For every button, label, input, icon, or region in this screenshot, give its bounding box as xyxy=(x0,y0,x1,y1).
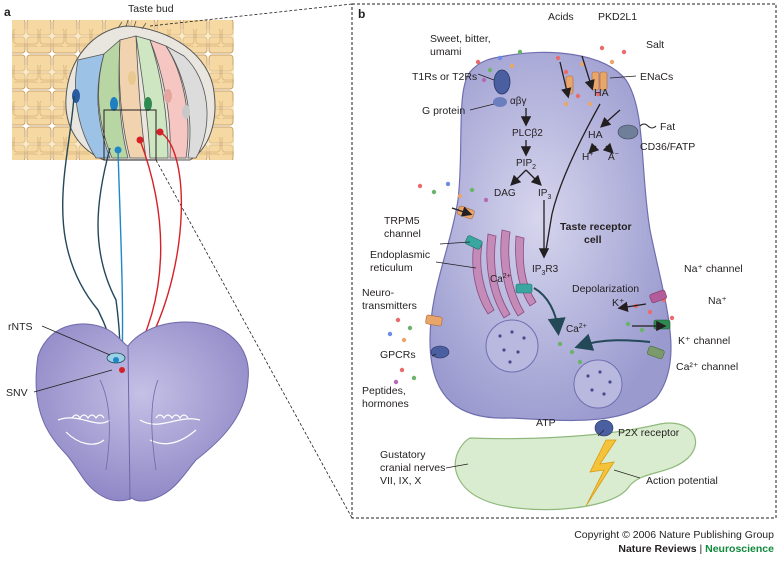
fat-squiggle xyxy=(639,123,657,129)
taste-bud-title: Taste bud xyxy=(128,3,174,15)
journal-line: Nature Reviews | Neuroscience xyxy=(574,542,774,556)
ip3r3-channel xyxy=(515,283,533,294)
nerves-label-2: cranial nerves xyxy=(380,462,445,474)
gustatory-nerve-terminal xyxy=(454,422,697,511)
zoom-leader-bottom xyxy=(155,159,353,519)
plcb2-label: PLCβ2 xyxy=(512,128,543,139)
k-label: K⁺ xyxy=(612,297,625,309)
cd36-label: CD36/FATP xyxy=(640,141,695,153)
ip3r3-label: IP3R3 xyxy=(532,264,559,277)
copyright-block: Copyright © 2006 Nature Publishing Group… xyxy=(574,528,774,556)
cell-name-2: cell xyxy=(584,234,602,246)
panel-b-leaders xyxy=(431,73,641,479)
snv-label: SNV xyxy=(6,387,28,399)
pkd2l1-label: PKD2L1 xyxy=(598,11,637,23)
endoplasmic-reticulum xyxy=(472,229,537,319)
na-channel-label: Na⁺ channel xyxy=(684,263,743,275)
brand-name: Nature Reviews xyxy=(618,543,697,555)
neurotransmitter-channel xyxy=(425,314,443,327)
fat-label: Fat xyxy=(660,121,675,133)
taste-bud xyxy=(65,19,216,161)
neurotransmitters-label-1: Neuro- xyxy=(362,287,395,299)
gpcr-receptor xyxy=(430,345,450,359)
ca-channel xyxy=(647,345,665,360)
depolarization-label: Depolarization xyxy=(572,283,639,295)
k-channel xyxy=(653,319,671,330)
nerves-label-1: Gustatory xyxy=(380,449,426,461)
trpm5-label-1: TRPM5 xyxy=(384,215,420,227)
rnts-label: rNTS xyxy=(8,321,33,333)
gprotein-label: G protein xyxy=(422,105,465,117)
k-channel-label: K⁺ channel xyxy=(678,335,730,347)
cell-name-1: Taste receptor xyxy=(560,221,632,233)
synaptic-vesicles xyxy=(485,319,623,409)
a-ion-label: A− xyxy=(608,151,619,163)
ip3-label: IP3 xyxy=(538,188,551,201)
na-channel xyxy=(649,289,667,304)
p2x-label: P2X receptor xyxy=(618,427,680,439)
rnts-leader xyxy=(41,325,111,356)
salt-label: Salt xyxy=(646,39,664,51)
ha-label-1: HA xyxy=(594,87,609,99)
journal-name: Neuroscience xyxy=(705,543,774,555)
ca-er-label: Ca2+ xyxy=(490,273,511,285)
atp-label: ATP xyxy=(536,417,556,429)
er-ip3r3 xyxy=(464,235,483,250)
panel-b-letter: b xyxy=(358,7,365,21)
h-ion-label: H+ xyxy=(582,151,593,163)
gpcrs-label: GPCRs xyxy=(380,349,416,361)
ha-label-2: HA xyxy=(588,129,603,141)
na-label: Na⁺ xyxy=(708,295,727,307)
g-protein xyxy=(493,97,507,107)
pathway-arrows xyxy=(451,55,667,332)
peptides-label-2: hormones xyxy=(362,398,409,410)
neurotransmitters-label-2: transmitters xyxy=(362,300,417,312)
sweet-label-1: Sweet, bitter, xyxy=(430,33,491,45)
membrane-proteins xyxy=(425,69,671,437)
ligand-molecules xyxy=(387,45,675,385)
copyright-line: Copyright © 2006 Nature Publishing Group xyxy=(574,529,774,541)
calcium-arrows xyxy=(533,287,651,351)
acids-label: Acids xyxy=(548,11,574,23)
panel-b-frame xyxy=(351,3,777,519)
dag-label: DAG xyxy=(494,188,516,199)
enac-label: ENaCs xyxy=(640,71,673,83)
peptides-label-1: Peptides, xyxy=(362,385,406,397)
pip2-label: PIP2 xyxy=(516,158,536,171)
action-potential-label: Action potential xyxy=(646,475,718,487)
t1r-receptor xyxy=(493,69,511,95)
taste-receptor-cell xyxy=(429,51,672,422)
brand-separator: | xyxy=(696,543,706,555)
p2x-receptor xyxy=(594,419,614,437)
zoom-leader-top xyxy=(149,3,353,27)
er-label-2: reticulum xyxy=(370,262,413,274)
sweet-label-2: umami xyxy=(430,46,462,58)
cd36-transporter xyxy=(617,124,639,140)
action-potential-bolt xyxy=(585,439,617,507)
ca-main-label: Ca2+ xyxy=(566,323,587,335)
snv-leader xyxy=(33,369,113,393)
panel-a-letter: a xyxy=(4,5,11,19)
nerves-label-3: VII, IX, X xyxy=(380,475,421,487)
t1r-label: T1Rs or T2Rs xyxy=(412,71,477,83)
ca-channel-label: Ca²⁺ channel xyxy=(676,361,738,373)
brainstem xyxy=(35,321,249,502)
abg-label: αβγ xyxy=(510,96,527,107)
er-label-1: Endoplasmic xyxy=(370,249,430,261)
trpm5-label-2: channel xyxy=(384,228,421,240)
